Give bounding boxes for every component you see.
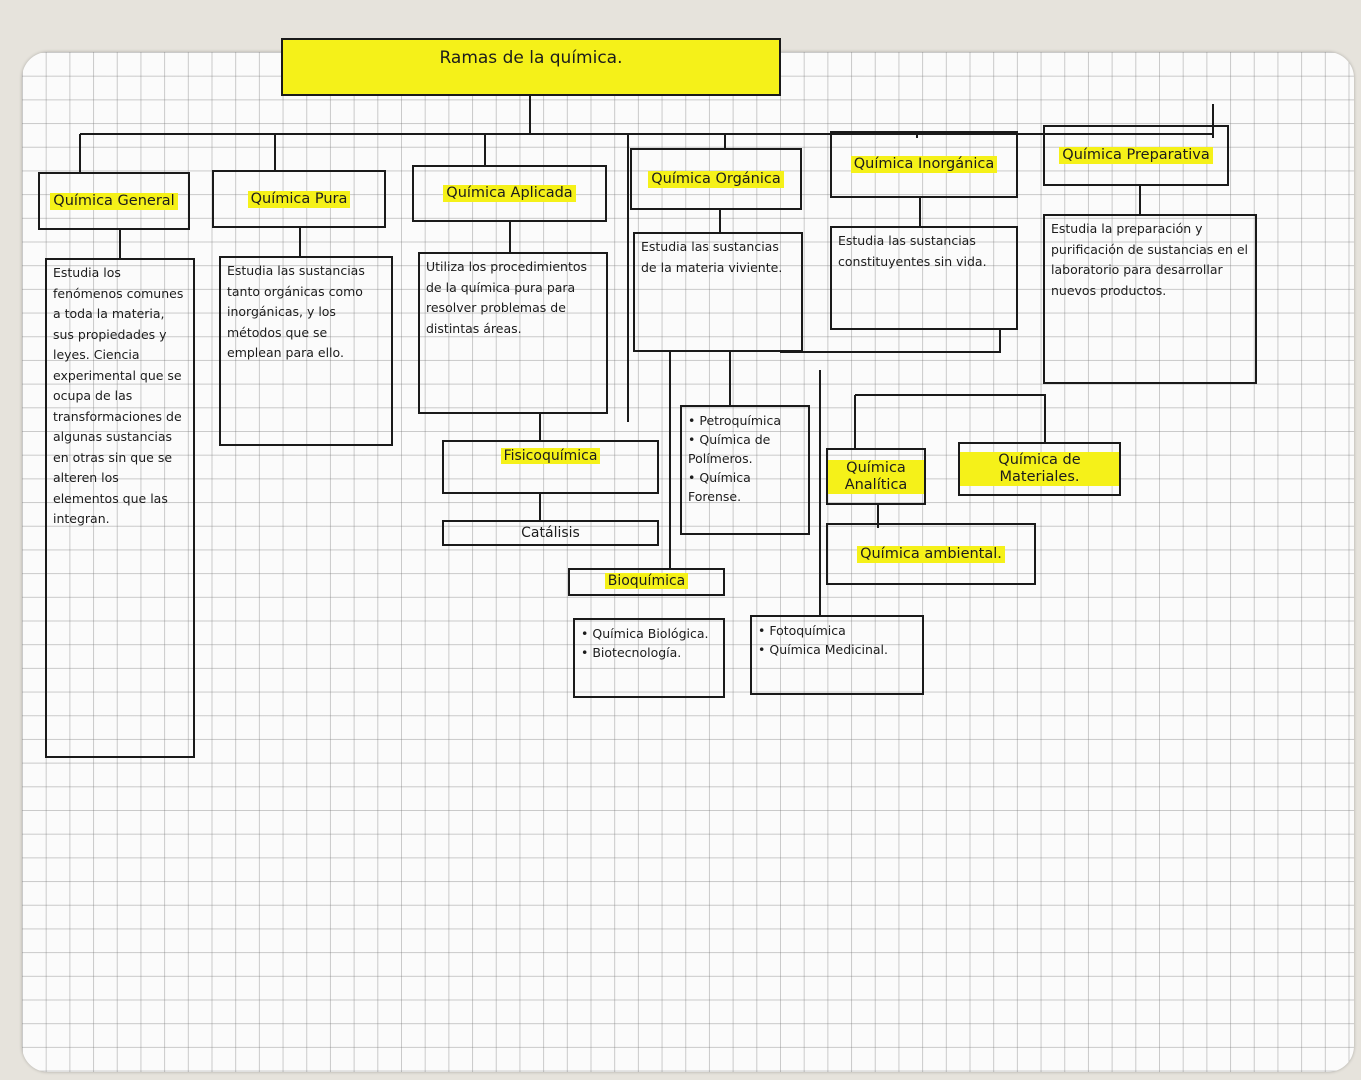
organica-item: Petroquímica [688, 411, 802, 430]
branch-aplicada-name: Química Aplicada [443, 185, 576, 202]
organica-items-box: Petroquímica Química de Polímeros. Quími… [680, 405, 810, 535]
inorganica-items-box: Fotoquímica Química Medicinal. [750, 615, 924, 695]
branch-inorganica-description-text: Estudia las sustancias constituyentes si… [838, 233, 987, 269]
organica-item: Química Forense. [688, 468, 802, 506]
branch-organica-name: Química Orgánica [648, 170, 784, 188]
branch-general-title: Química General [38, 172, 190, 230]
branch-organica-description-text: Estudia las sustancias de la materia viv… [641, 239, 783, 275]
branch-inorganica-title: Química Inorgánica [830, 131, 1018, 198]
branch-preparativa-name: Química Preparativa [1059, 147, 1213, 164]
branch-inorganica-name: Química Inorgánica [850, 156, 998, 173]
branch-general-name: Química General [50, 192, 178, 210]
branch-aplicada-description: Utiliza los procedimientos de la química… [418, 252, 608, 414]
fisicoquimica-label: Fisicoquímica [500, 448, 601, 464]
branch-pura-description: Estudia las sustancias tanto orgánicas c… [219, 256, 393, 446]
catalisis-box: Catálisis [442, 520, 659, 546]
materiales-label: Química de Materiales. [960, 452, 1119, 486]
bioquimica-items-box: Química Biológica. Biotecnología. [573, 618, 725, 698]
bioquimica-box: Bioquímica [568, 568, 725, 596]
analitica-box: Química Analítica [826, 448, 926, 505]
branch-pura-description-text: Estudia las sustancias tanto orgánicas c… [227, 263, 365, 360]
bioquimica-item: Biotecnología. [581, 643, 717, 662]
analitica-label: Química Analítica [828, 459, 924, 494]
organica-item: Química de Polímeros. [688, 430, 802, 468]
branch-aplicada-title: Química Aplicada [412, 165, 607, 222]
graph-paper-sheet [22, 52, 1354, 1072]
branch-inorganica-description: Estudia las sustancias constituyentes si… [830, 226, 1018, 330]
branch-preparativa-description-text: Estudia la preparación y purificación de… [1051, 221, 1249, 298]
branch-organica-title: Química Orgánica [630, 148, 802, 210]
branch-preparativa-title: Química Preparativa [1043, 125, 1229, 186]
materiales-box: Química de Materiales. [958, 442, 1121, 496]
bioquimica-item: Química Biológica. [581, 624, 717, 643]
inorganica-item: Fotoquímica [758, 621, 916, 640]
branch-pura-title: Química Pura [212, 170, 386, 228]
branch-organica-description: Estudia las sustancias de la materia viv… [633, 232, 803, 352]
main-title: Ramas de la química. [439, 48, 623, 68]
branch-general-description-text: Estudia los fenómenos comunes a toda la … [53, 265, 184, 526]
line-mid [780, 330, 1001, 353]
bioquimica-label: Bioquímica [604, 573, 689, 589]
ambiental-label: Química ambiental. [857, 545, 1005, 563]
ambiental-box: Química ambiental. [826, 523, 1036, 585]
branch-general-description: Estudia los fenómenos comunes a toda la … [45, 258, 195, 758]
main-title-box: Ramas de la química. [281, 38, 781, 96]
branch-aplicada-description-text: Utiliza los procedimientos de la química… [426, 259, 588, 336]
branch-preparativa-description: Estudia la preparación y purificación de… [1043, 214, 1257, 384]
line-inorg-branch [855, 394, 1046, 442]
branch-pura-name: Química Pura [247, 190, 351, 208]
catalisis-label: Catálisis [521, 525, 580, 541]
fisicoquimica-box: Fisicoquímica [442, 440, 659, 494]
inorganica-item: Química Medicinal. [758, 640, 916, 659]
